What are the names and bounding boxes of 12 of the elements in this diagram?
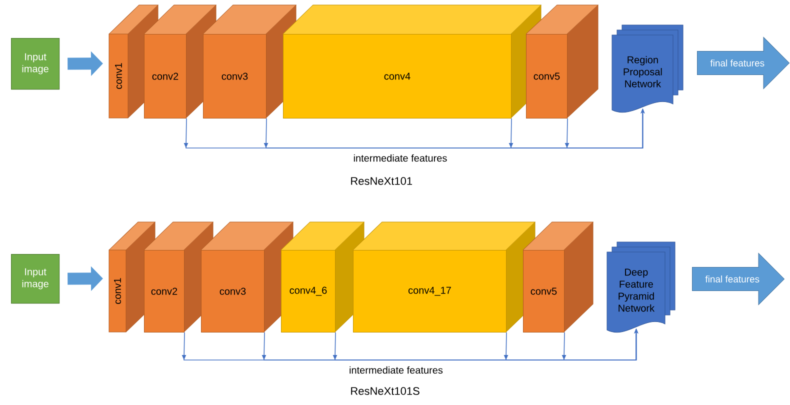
edge-label: intermediate features (354, 154, 447, 162)
document-stack: Region Proposal Network (612, 24, 684, 113)
layer-block: conv5 (526, 4, 598, 118)
node-label: conv1 (115, 63, 122, 89)
network-name: ResNeXt101S (351, 387, 420, 395)
input-box: Input image (11, 254, 60, 304)
document-stack: Deep Feature Pyramid Network (606, 242, 676, 333)
edge-label: intermediate features (350, 366, 443, 374)
node-label: conv1 (114, 278, 121, 304)
input-box: Input image (11, 38, 60, 90)
network-name: ResNeXt101 (351, 177, 412, 185)
layer-block: conv5 (522, 222, 594, 332)
